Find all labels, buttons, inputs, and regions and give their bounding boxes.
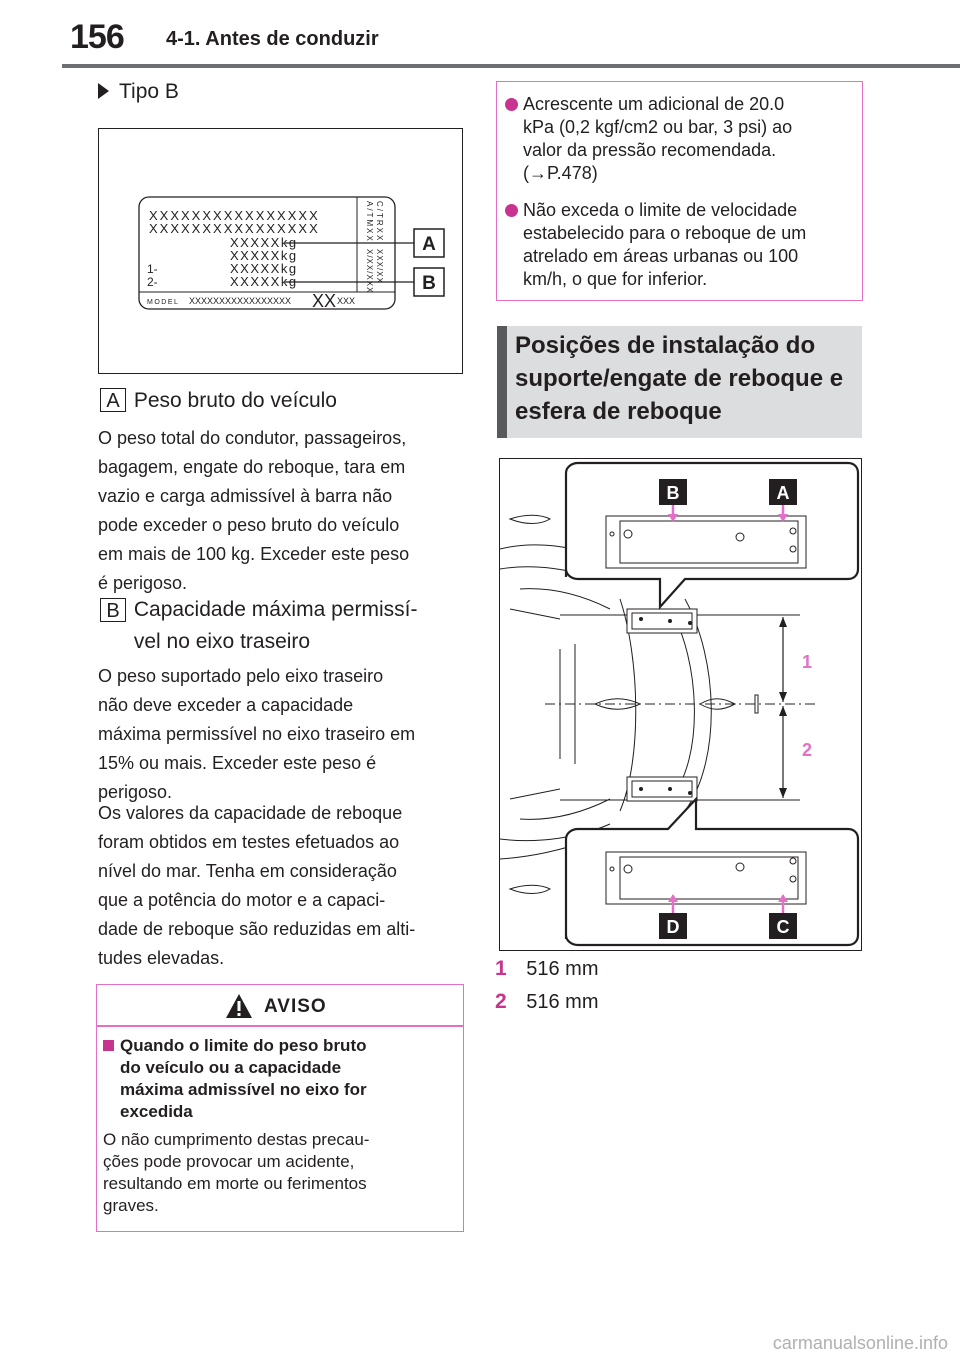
label-row2: XXXXXXXXXXXXXXXX	[149, 221, 320, 236]
section-heading: Posições de instalação do suporte/engate…	[497, 326, 862, 438]
label-vertical-4: XXX/XX	[375, 249, 384, 284]
towing-capacity-paragraph: Os valores da capacidade de reboque fora…	[98, 803, 416, 968]
label-kg-2: XXXXXkg	[230, 248, 298, 263]
item-a-letter: A	[100, 388, 126, 412]
item-b-text: O peso suportado pelo eixo traseiro não …	[98, 666, 416, 802]
label-vertical-2: A/TMXX	[365, 201, 374, 243]
bullet-dot-icon	[505, 204, 518, 217]
label-figure: XXXXXXXXXXXXXXXX XXXXXXXXXXXXXXXX XXXXXk…	[98, 128, 463, 374]
item-a-heading: A Peso bruto do veículo	[100, 385, 337, 417]
measurement-1: 1 516 mm	[495, 957, 599, 981]
diagram-label-a: A	[777, 483, 790, 503]
hitch-position-diagram: B A D C 1 2	[499, 458, 862, 951]
footer-watermark[interactable]: carmanualsonline.info	[772, 1333, 948, 1353]
item-b-title-line2: vel no eixo traseiro	[133, 630, 311, 653]
label-model-label: MODEL	[147, 299, 179, 306]
item-b-letter: B	[100, 598, 126, 622]
label-vertical-1: C/TRXX	[375, 201, 384, 242]
arrow-right-icon	[98, 83, 109, 99]
label-model-value: XXXXXXXXXXXXXXXXX	[189, 296, 291, 306]
label-kg-4: XXXXXkg	[230, 274, 298, 289]
label-kg-3: XXXXXkg	[230, 261, 298, 276]
label-model-end: XXX	[337, 296, 355, 306]
measurement-2-value: 516 mm	[526, 991, 599, 1013]
info-box: Acrescente um adicional de 20.0 kPa (0,2…	[496, 81, 863, 301]
label-kg-1: XXXXXkg	[230, 235, 298, 250]
label-axle1: 1-	[147, 262, 158, 276]
item-a-title: Peso bruto do veículo	[133, 389, 337, 412]
measurement-2-num: 2	[495, 990, 507, 1013]
header-rule	[62, 64, 960, 68]
item-a-text: O peso total do condutor, passageiros, b…	[98, 428, 410, 593]
label-vertical-3: X/XX/XXX	[365, 249, 374, 293]
callout-a: A	[422, 234, 436, 255]
measurement-1-num: 1	[495, 957, 507, 980]
warning-triangle-icon	[226, 994, 252, 1018]
measurement-1-value: 516 mm	[526, 958, 599, 980]
warning-text: O não cumprimento destas precau- ções po…	[103, 1130, 370, 1215]
square-bullet-icon	[103, 1040, 114, 1051]
bullet-dot-icon	[505, 98, 518, 111]
tipo-b-heading: Tipo B	[98, 80, 179, 104]
label-row1: XXXXXXXXXXXXXXXX	[149, 208, 320, 223]
measurement-2: 2 516 mm	[495, 990, 599, 1014]
warning-rule	[97, 1025, 463, 1027]
page-number: 156	[70, 18, 125, 56]
label-figure-svg: XXXXXXXXXXXXXXXX XXXXXXXXXXXXXXXX XXXXXk…	[138, 196, 445, 311]
dimension-2: 2	[802, 740, 812, 760]
warning-heading: Quando o limite do peso bruto do veículo…	[103, 1035, 367, 1123]
section-title: 4-1. Antes de conduzir	[166, 28, 379, 50]
label-axle2: 2-	[147, 275, 158, 289]
diagram-label-b: B	[667, 483, 680, 503]
diagram-label-d: D	[667, 917, 680, 937]
callout-b: B	[422, 273, 436, 294]
label-model-big: XX	[312, 291, 336, 311]
item-b-heading: B Capacidade máxima permissí- vel no eix…	[100, 594, 417, 658]
hitch-diagram-svg: B A D C 1 2	[500, 461, 860, 947]
diagram-label-c: C	[777, 917, 790, 937]
warning-title: AVISO	[264, 996, 327, 1017]
item-b-title-line1: Capacidade máxima permissí-	[133, 598, 418, 621]
warning-box: AVISO Quando o limite do peso bruto do v…	[96, 984, 464, 1232]
dimension-1: 1	[802, 652, 812, 672]
